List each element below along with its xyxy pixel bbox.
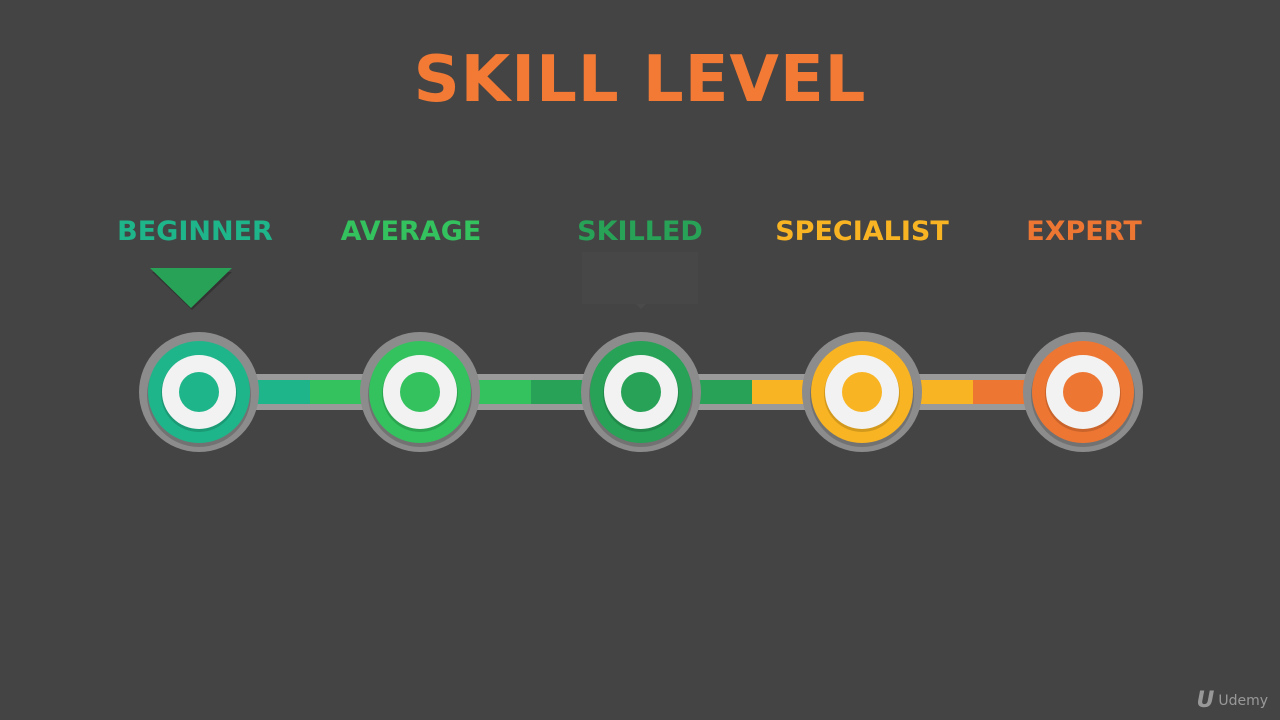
tooltip-caret	[636, 304, 646, 309]
udemy-logo-icon: U	[1196, 688, 1215, 713]
level-label-expert[interactable]: EXPERT	[1026, 216, 1142, 247]
level-node-average[interactable]	[360, 332, 480, 452]
selection-pointer-icon	[150, 268, 232, 308]
udemy-watermark-text: Udemy	[1218, 693, 1268, 709]
node-center-dot	[179, 372, 219, 412]
level-label-average[interactable]: AVERAGE	[340, 216, 482, 247]
level-label-skilled[interactable]: SKILLED	[577, 216, 703, 247]
node-center-dot	[842, 372, 882, 412]
node-center-dot	[400, 372, 440, 412]
level-node-specialist[interactable]	[802, 332, 922, 452]
node-center-dot	[621, 372, 661, 412]
node-center-dot	[1063, 372, 1103, 412]
level-node-expert[interactable]	[1023, 332, 1143, 452]
level-label-beginner[interactable]: BEGINNER	[117, 216, 273, 247]
level-node-beginner[interactable]	[139, 332, 259, 452]
level-node-skilled[interactable]	[581, 332, 701, 452]
udemy-watermark: U Udemy	[1196, 690, 1268, 712]
level-label-specialist[interactable]: SPECIALIST	[775, 216, 949, 247]
page-title: SKILL LEVEL	[413, 43, 867, 117]
tooltip-placeholder	[582, 252, 698, 304]
level-nodes	[139, 332, 1143, 452]
